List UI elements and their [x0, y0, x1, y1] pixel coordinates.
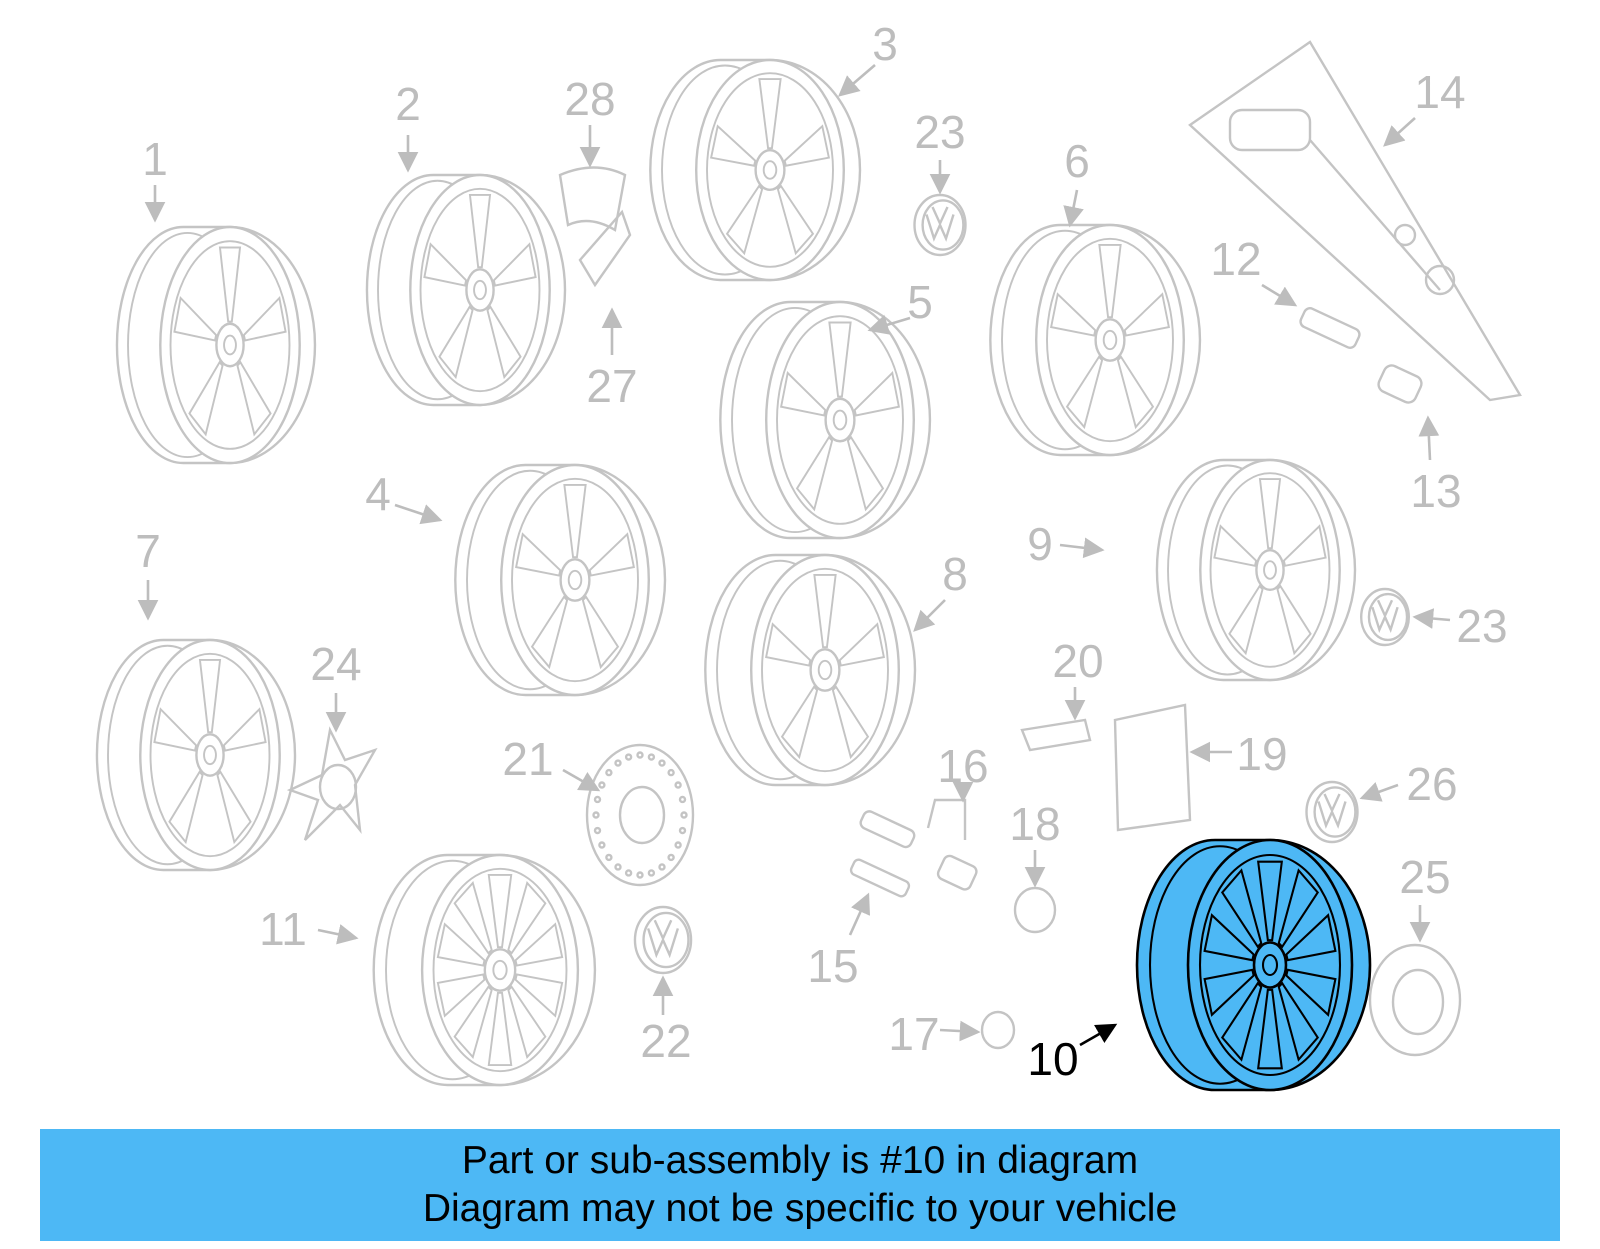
wheel-2	[365, 173, 567, 407]
callout-label-14: 14	[1414, 66, 1465, 118]
callout-label-17: 17	[888, 1008, 939, 1060]
callout-arrow-11	[317, 924, 359, 945]
wheel-1	[115, 225, 317, 465]
label-plate-19	[1113, 703, 1192, 832]
wheel-9	[1155, 458, 1357, 682]
callout-label-24: 24	[310, 638, 361, 690]
nut-17	[980, 1010, 1016, 1050]
callout-label-11: 11	[259, 903, 307, 955]
banner-line-1: Part or sub-assembly is #10 in diagram	[461, 1139, 1139, 1182]
callout-arrow-10	[1079, 1023, 1118, 1047]
callout-label-15: 15	[807, 940, 858, 992]
callout-arrow-13	[1418, 415, 1440, 461]
callout-label-9: 9	[1027, 518, 1053, 570]
callout-label-5: 5	[907, 276, 933, 328]
callout-arrow-26	[1359, 782, 1399, 802]
callout-label-3: 3	[872, 18, 898, 70]
callout-arrow-4	[394, 503, 443, 525]
valve-cap-13	[1377, 364, 1423, 404]
banner-line-2: Diagram may not be specific to your vehi…	[422, 1187, 1178, 1230]
wheel-bolt-15	[849, 858, 911, 898]
cap-18	[1013, 886, 1057, 934]
callout-label-16: 16	[937, 740, 988, 792]
center-cap-25	[1368, 943, 1462, 1057]
clip-20	[1020, 718, 1092, 752]
center-cap-26	[1305, 780, 1359, 844]
callout-label-28: 28	[564, 73, 615, 125]
callout-label-12: 12	[1210, 233, 1261, 285]
parts-drawings	[95, 40, 1522, 1092]
callout-arrow-5	[867, 314, 911, 335]
wheel-11	[372, 853, 597, 1087]
callout-arrow-6	[1063, 189, 1084, 228]
callout-label-18: 18	[1009, 798, 1060, 850]
center-cap-23-right	[1359, 587, 1410, 647]
center-cap-23-top	[913, 193, 967, 257]
wheel-6	[989, 223, 1202, 457]
callout-label-25: 25	[1399, 851, 1450, 903]
callout-label-1: 1	[142, 133, 168, 185]
callout-label-19: 19	[1236, 728, 1287, 780]
callout-arrow-3	[838, 64, 876, 97]
callout-label-10: 10	[1027, 1033, 1078, 1085]
callout-arrow-14	[1383, 117, 1416, 147]
callout-arrow-9	[1059, 537, 1105, 559]
balance-weight-27	[578, 209, 632, 288]
wheel-10-highlighted	[1135, 838, 1372, 1092]
callout-label-23a: 23	[914, 106, 965, 158]
callout-arrow-15	[848, 892, 871, 936]
callout-label-7: 7	[135, 525, 161, 577]
callout-label-8: 8	[942, 548, 968, 600]
valve-stem-12	[1299, 307, 1361, 349]
callout-label-23b: 23	[1456, 600, 1507, 652]
callout-label-4: 4	[365, 468, 391, 520]
tpms-sensor-kit-14	[1188, 40, 1522, 402]
callout-arrow-21	[562, 768, 601, 792]
wheel-4	[454, 463, 667, 697]
callout-label-6: 6	[1064, 135, 1090, 187]
callout-arrow-17	[939, 1020, 981, 1042]
info-banner: Part or sub-assembly is #10 in diagram D…	[40, 1129, 1560, 1241]
callout-arrow-23b	[1412, 608, 1451, 629]
center-cap-22	[633, 905, 693, 975]
callout-arrow-8	[913, 599, 946, 632]
callout-label-22: 22	[640, 1015, 691, 1067]
callout-arrow-12	[1261, 283, 1298, 307]
wheel-3	[649, 58, 862, 282]
callout-label-13: 13	[1410, 465, 1461, 517]
callout-label-20: 20	[1052, 635, 1103, 687]
lock-bolt-16	[859, 798, 978, 891]
wheel-8	[704, 553, 917, 787]
hub-cover-21	[585, 743, 695, 887]
callout-label-27: 27	[586, 360, 637, 412]
callout-label-26: 26	[1406, 758, 1457, 810]
balance-weight-28	[558, 166, 627, 232]
callout-label-2: 2	[395, 78, 421, 130]
wheel-5	[719, 300, 932, 540]
center-cap-24	[286, 726, 378, 841]
callout-label-21: 21	[502, 733, 553, 785]
wheel-7	[95, 638, 297, 872]
